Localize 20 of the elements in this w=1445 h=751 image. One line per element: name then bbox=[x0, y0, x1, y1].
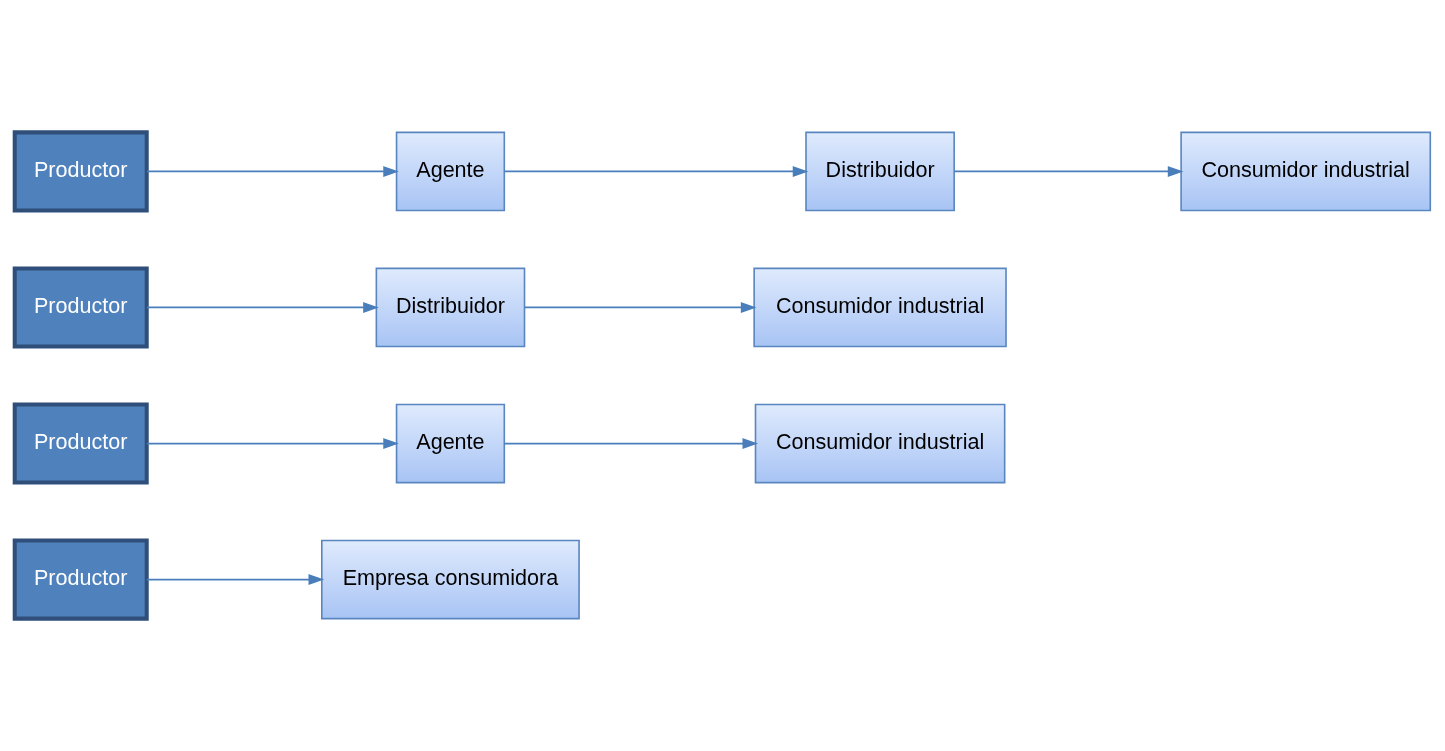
node-box: Productor bbox=[12, 130, 149, 213]
arrow bbox=[145, 438, 399, 449]
arrow bbox=[145, 165, 399, 177]
arrow bbox=[503, 165, 809, 177]
arrow bbox=[953, 165, 1184, 177]
node-box: Productor bbox=[12, 402, 149, 485]
node-box: Productor bbox=[12, 266, 149, 349]
node-box: Distribuidor bbox=[375, 267, 526, 348]
node-box: Consumidor industrial bbox=[754, 403, 1006, 484]
arrow bbox=[145, 574, 325, 586]
node-box: Productor bbox=[12, 538, 149, 621]
arrow bbox=[145, 302, 379, 313]
node-box: Agente bbox=[395, 403, 506, 484]
arrow bbox=[523, 302, 757, 313]
node-box: Agente bbox=[395, 131, 506, 212]
node-box: Consumidor industrial bbox=[1180, 131, 1432, 212]
node-box: Consumidor industrial bbox=[753, 267, 1007, 348]
arrow bbox=[503, 438, 759, 449]
node-box: Empresa consumidora bbox=[321, 539, 580, 620]
node-box: Distribuidor bbox=[805, 131, 955, 212]
